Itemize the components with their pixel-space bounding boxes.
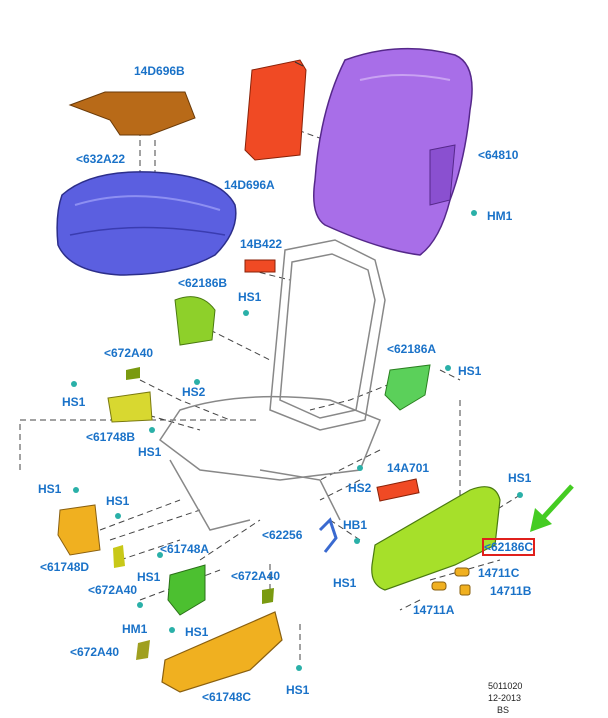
label-hs1-e[interactable]: HS1 <box>508 471 532 485</box>
bracket-61748b-shape <box>107 391 153 423</box>
clip-14711a-shape <box>431 581 447 591</box>
label-64810[interactable]: <64810 <box>478 148 519 162</box>
clip-14711b-shape <box>459 584 471 596</box>
label-672a40-c[interactable]: <672A40 <box>231 569 281 583</box>
label-62186c-highlighted[interactable]: <62186C <box>481 538 536 556</box>
label-hm1-top[interactable]: HM1 <box>487 209 513 223</box>
footer-date: 12-2013 <box>488 693 522 703</box>
label-hs1-c[interactable]: HS1 <box>138 445 162 459</box>
seat-cushion-shape <box>56 171 237 276</box>
label-14d696b[interactable]: 14D696B <box>134 64 185 78</box>
label-672a40-d[interactable]: <672A40 <box>70 645 120 659</box>
label-hs2-a[interactable]: HS2 <box>182 385 206 399</box>
label-61748b[interactable]: <61748B <box>86 430 136 444</box>
label-hb1[interactable]: HB1 <box>343 518 368 532</box>
label-672a40-b[interactable]: <672A40 <box>88 583 138 597</box>
label-61748d[interactable]: <61748D <box>40 560 90 574</box>
label-14d696a[interactable]: 14D696A <box>224 178 275 192</box>
label-14a701[interactable]: 14A701 <box>387 461 430 475</box>
label-14711b[interactable]: 14711B <box>490 584 532 598</box>
cover-61748c-shape <box>161 611 283 693</box>
seatback-pad-shape <box>313 47 473 256</box>
shield-62186c-shape <box>371 486 501 591</box>
label-hs1-j[interactable]: HS1 <box>185 625 209 639</box>
label-672a40-a[interactable]: <672A40 <box>104 346 154 360</box>
label-62186b[interactable]: <62186B <box>178 276 228 290</box>
label-632a22[interactable]: <632A22 <box>76 152 126 166</box>
cable-62256-shape <box>318 517 338 553</box>
callout-arrow <box>530 484 574 532</box>
label-61748a[interactable]: <61748A <box>160 542 210 556</box>
cover-61748d-shape <box>57 504 101 556</box>
label-hs1-g[interactable]: HS1 <box>106 494 130 508</box>
label-hs1-d[interactable]: HS1 <box>458 364 482 378</box>
label-hs1-k[interactable]: HS1 <box>286 683 310 697</box>
label-14b422[interactable]: 14B422 <box>240 237 283 251</box>
shield-62186b-shape <box>174 296 216 346</box>
heater-mat-14d696a-shape <box>244 59 307 161</box>
footer-code: 5011020 <box>488 681 523 691</box>
label-hs1-b[interactable]: HS1 <box>62 395 86 409</box>
shield-62186a-shape <box>384 364 431 411</box>
label-14711c[interactable]: 14711C <box>478 566 520 580</box>
heater-mat-14d696b-shape <box>68 91 196 136</box>
label-61748c[interactable]: <61748C <box>202 690 252 704</box>
label-62186a[interactable]: <62186A <box>387 342 437 356</box>
label-hs1-a[interactable]: HS1 <box>238 290 262 304</box>
module-14a701-shape <box>376 478 420 502</box>
sensor-14b422-shape <box>244 259 276 273</box>
footer-initials: BS <box>497 705 510 715</box>
fastener-marks <box>71 210 523 671</box>
shield-61748a-shape <box>167 564 206 616</box>
clip-14711c-shape <box>454 567 470 577</box>
label-hs1-i[interactable]: HS1 <box>333 576 357 590</box>
label-62256[interactable]: <62256 <box>262 528 303 542</box>
label-hs2-b[interactable]: HS2 <box>348 481 372 495</box>
label-hm1-bottom[interactable]: HM1 <box>122 622 148 636</box>
label-hs1-f[interactable]: HS1 <box>38 482 62 496</box>
label-hs1-h[interactable]: HS1 <box>137 570 161 584</box>
clip-672a40-d-shape <box>136 640 150 660</box>
clip-672a40-a-shape <box>126 367 140 380</box>
label-14711a[interactable]: 14711A <box>413 603 455 617</box>
clip-672a40-c-shape <box>262 588 274 604</box>
clip-672a40-b-shape <box>113 545 125 568</box>
seat-frame-shape <box>158 239 386 531</box>
